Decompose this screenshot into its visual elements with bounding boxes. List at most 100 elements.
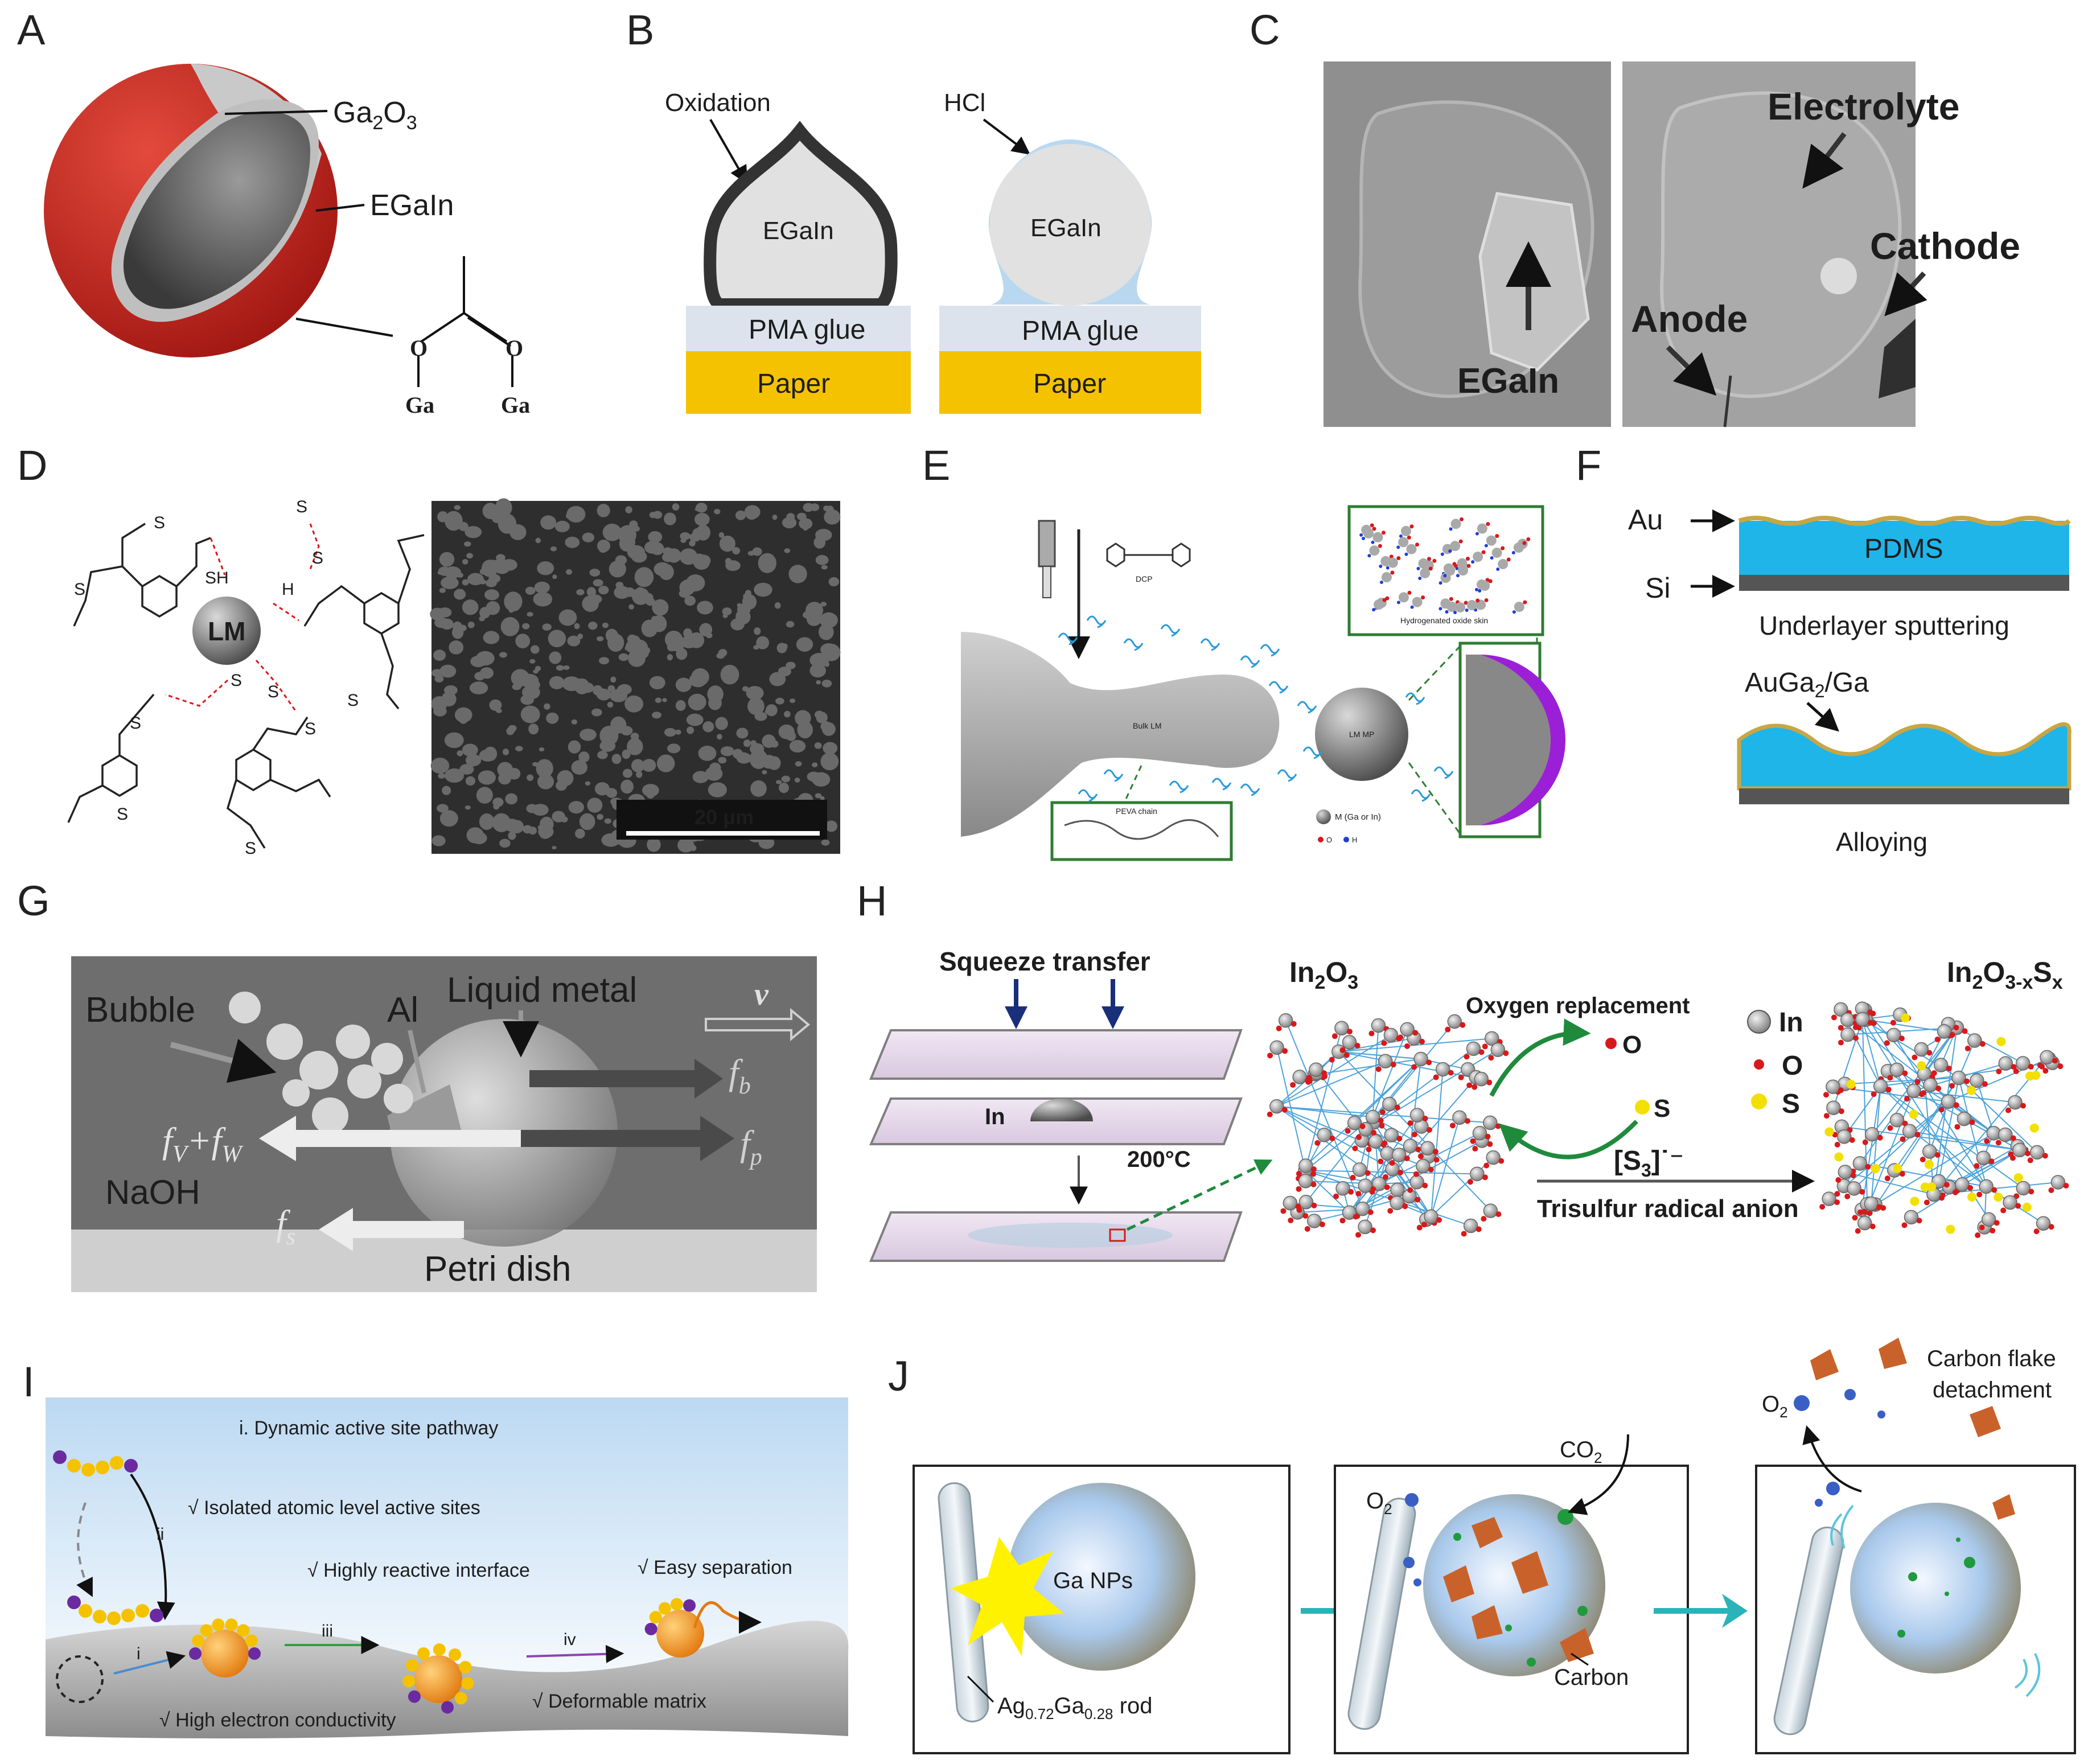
sem-particle xyxy=(522,623,530,630)
indium-atom xyxy=(1391,1148,1407,1162)
oxygen-atom xyxy=(1934,1152,1941,1158)
hydrogen-atom xyxy=(1449,527,1453,531)
peva-squiggle xyxy=(1160,624,1181,637)
lattice-bond xyxy=(1861,1086,1881,1210)
hydrogen-atom xyxy=(1396,545,1400,549)
sem-particle xyxy=(534,581,550,594)
sulfur-atom xyxy=(1834,1152,1844,1162)
metal-atom xyxy=(1418,558,1429,569)
sem-particle xyxy=(508,768,521,780)
sem-particle xyxy=(693,554,710,570)
indium-atom xyxy=(1904,1210,1919,1225)
oxygen-atom xyxy=(1416,1224,1423,1231)
sem-particle xyxy=(515,634,531,648)
sem-particle xyxy=(476,651,490,663)
sem-particle xyxy=(742,686,749,692)
oxygen-atom xyxy=(1988,1158,1995,1165)
oxygen-atom xyxy=(1924,1199,1930,1206)
sem-particle xyxy=(530,645,540,654)
egain-core xyxy=(123,111,310,309)
oxygen-atom xyxy=(1448,1070,1454,1076)
indium-atom xyxy=(1342,1035,1357,1050)
indium-atom xyxy=(1298,1158,1313,1173)
lattice-bond xyxy=(1893,1078,1959,1171)
sem-particle xyxy=(679,548,698,565)
shell-atom xyxy=(644,1622,657,1635)
radical-label: [S3]˙⁻ xyxy=(1614,1146,1684,1181)
oxygen-atom xyxy=(1384,1184,1390,1190)
oxygen-atom xyxy=(1486,1079,1493,1085)
lm-particle-iii xyxy=(414,1655,462,1703)
sem-particle xyxy=(540,515,557,530)
atom xyxy=(67,1459,81,1473)
oxygen-atom xyxy=(1370,1186,1376,1193)
sem-particle xyxy=(449,640,464,655)
in2o3-label: In2O3 xyxy=(1289,956,1358,993)
oxygen-atom xyxy=(1460,1022,1466,1028)
oxygen-atom xyxy=(1402,1203,1408,1210)
sem-particle xyxy=(778,782,789,793)
sem-particle xyxy=(766,704,778,717)
indium-atom xyxy=(1902,1124,1917,1138)
atom xyxy=(124,1459,138,1473)
indium-atom xyxy=(1283,1195,1298,1211)
sem-particle xyxy=(664,512,676,525)
lattice-bond xyxy=(1880,1085,2024,1189)
metal-atom xyxy=(1514,602,1524,612)
metal-atom xyxy=(1440,598,1451,609)
sem-particle xyxy=(586,587,596,597)
shell-atom xyxy=(189,1647,202,1660)
oxygen-atom xyxy=(2048,1224,2054,1230)
pathway-i-arrow xyxy=(113,1651,186,1675)
sem-particle xyxy=(457,750,463,756)
bulk-lm-label: Bulk LM xyxy=(1133,721,1162,730)
oxygen-atom xyxy=(1345,1128,1351,1134)
sem-particle xyxy=(438,566,451,576)
sem-particle xyxy=(499,838,511,848)
sample-region xyxy=(1109,1228,1126,1242)
hydrogen-atom xyxy=(1474,587,1478,591)
oxygen-atom xyxy=(1838,1087,1844,1093)
oxygen-atom xyxy=(2013,1068,2019,1075)
sem-particle xyxy=(469,681,488,694)
shell-atom xyxy=(449,1648,462,1661)
sem-particle xyxy=(820,643,837,656)
sem-particle xyxy=(430,758,450,774)
indium-atom xyxy=(1400,1022,1415,1037)
oxygen-atom xyxy=(1436,1217,1442,1223)
oxygen-atom xyxy=(1862,1139,1868,1145)
dcp-label: DCP xyxy=(1136,574,1153,583)
hydrogen-atom xyxy=(1475,532,1479,536)
oxygen-atom xyxy=(1404,1156,1410,1162)
temperature-label: 200°C xyxy=(1127,1147,1191,1172)
peva-squiggle xyxy=(1058,632,1078,645)
oxygen-atom xyxy=(1483,1162,1490,1169)
sulfur-atom xyxy=(2013,1173,2023,1183)
sem-particle xyxy=(529,659,536,664)
sem-particle xyxy=(625,506,632,514)
oxygen-atom xyxy=(1464,1054,1470,1060)
sulfur-atom: S xyxy=(231,671,242,690)
carbon-flakes xyxy=(1443,1517,1594,1662)
panel-d-label: D xyxy=(17,442,47,489)
indium-atom xyxy=(1933,1058,1949,1072)
sulfur-atom xyxy=(1910,1196,1920,1206)
sem-particle xyxy=(614,586,630,599)
hydrogen-atom xyxy=(1438,607,1442,611)
sem-particle xyxy=(736,727,749,739)
oxide-skin-atoms xyxy=(1359,517,1531,614)
oxygen-atom xyxy=(2015,1203,2021,1209)
indium-atom xyxy=(1483,1203,1498,1218)
hydrogen-atom xyxy=(1448,549,1452,553)
hydrogen-atom xyxy=(1404,552,1408,556)
indium-atom xyxy=(1307,1214,1322,1228)
metal-atom xyxy=(1466,600,1477,611)
egain-droplet-right xyxy=(989,144,1151,306)
indium-atom xyxy=(1857,1215,1872,1231)
oxygen-atom xyxy=(1343,1052,1350,1058)
oxygen-atom xyxy=(1914,1132,1921,1138)
sem-particle xyxy=(582,595,599,612)
indium-atom xyxy=(1979,1179,1994,1194)
sem-particle xyxy=(566,569,573,575)
shell-atom xyxy=(459,1660,472,1673)
